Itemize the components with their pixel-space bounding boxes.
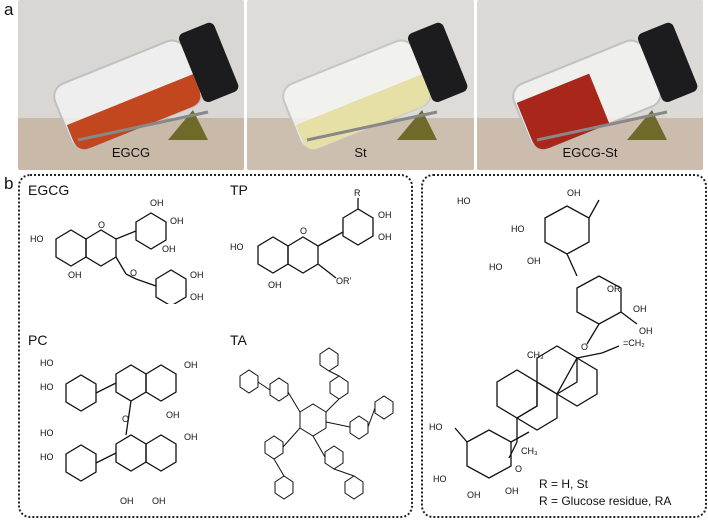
panel-a-label: a [4,0,14,19]
svg-text:OH: OH [184,432,198,442]
svg-text:HO: HO [511,224,525,234]
egcg-structure: HO OH OH OH OH O O OH OH [30,198,204,304]
svg-text:CH₃: CH₃ [527,350,544,360]
photo-egcg-st-vial: EGCG-St [477,0,703,170]
panel-b-label: b [4,174,14,193]
photo-egcg-vial: EGCG [18,0,244,170]
label-tp: TP [230,182,248,198]
svg-text:OH: OH [162,244,176,254]
svg-text:OH: OH [184,360,198,370]
label-egcg: EGCG [28,182,70,198]
svg-text:HO: HO [429,422,443,432]
svg-text:HO: HO [230,242,244,252]
svg-text:O: O [515,464,522,474]
svg-text:O: O [581,342,588,352]
liquid-st [295,74,430,150]
svg-text:O: O [122,414,129,424]
steviol-glycoside-box: HO HO HO OH OH OR OH OH O =CH₂ CH₃ CH₃ H… [421,174,707,518]
svg-text:HO: HO [40,358,54,368]
svg-text:OH: OH [68,270,82,280]
svg-text:OH: OH [505,486,519,496]
svg-text:OH: OH [639,326,653,336]
svg-text:O: O [300,226,307,236]
tp-structure: HO OH R OH OH O OR' [230,188,392,290]
svg-text:OH: OH [378,232,392,242]
svg-text:OH: OH [633,304,647,314]
photo-label-egcg: EGCG [111,145,151,160]
ta-structure [239,347,394,500]
liquid-egcg [66,74,201,150]
svg-text:=CH₂: =CH₂ [623,338,645,348]
ester-glucose-structure: HO HO OH OH O [429,422,530,500]
svg-text:OH: OH [378,210,392,220]
svg-text:OH: OH [150,198,164,208]
pc-structure: HO HO OH OH HO HO OH OH OH O [40,358,198,506]
svg-text:OR: OR [607,284,621,294]
svg-text:O: O [130,268,137,278]
label-ta: TA [230,332,247,348]
steviol-glycoside-structure: HO HO HO OH OH OR OH OH O =CH₂ CH₃ CH₃ [457,188,653,459]
photo-label-egcg-st: EGCG-St [562,145,618,160]
photo-label-st: St [354,145,367,160]
svg-text:R: R [354,188,361,198]
r-equals-glucose-label: R = Glucose residue, RA [539,494,672,508]
photo-st-vial: St [247,0,474,170]
svg-text:OH: OH [152,496,166,506]
svg-text:OR': OR' [336,276,352,286]
label-pc: PC [28,332,48,348]
svg-text:HO: HO [457,196,471,206]
svg-text:OH: OH [268,280,282,290]
r-equals-h-label: R = H, St [539,477,589,491]
svg-text:HO: HO [489,262,503,272]
svg-text:OH: OH [166,410,180,420]
svg-text:O: O [98,220,105,230]
svg-text:OH: OH [467,490,481,500]
svg-text:OH: OH [190,270,204,280]
svg-text:OH: OH [567,188,581,198]
polyphenol-structures-box: EGCG HO OH OH OH OH O O OH OH TP [18,174,413,518]
svg-text:HO: HO [40,452,54,462]
svg-text:HO: HO [40,382,54,392]
svg-text:OH: OH [120,496,134,506]
svg-text:OH: OH [170,216,184,226]
svg-text:HO: HO [433,474,447,484]
svg-text:OH: OH [527,256,541,266]
svg-text:CH₃: CH₃ [521,446,538,456]
svg-text:HO: HO [30,234,44,244]
svg-text:HO: HO [40,428,54,438]
svg-text:OH: OH [190,292,204,302]
